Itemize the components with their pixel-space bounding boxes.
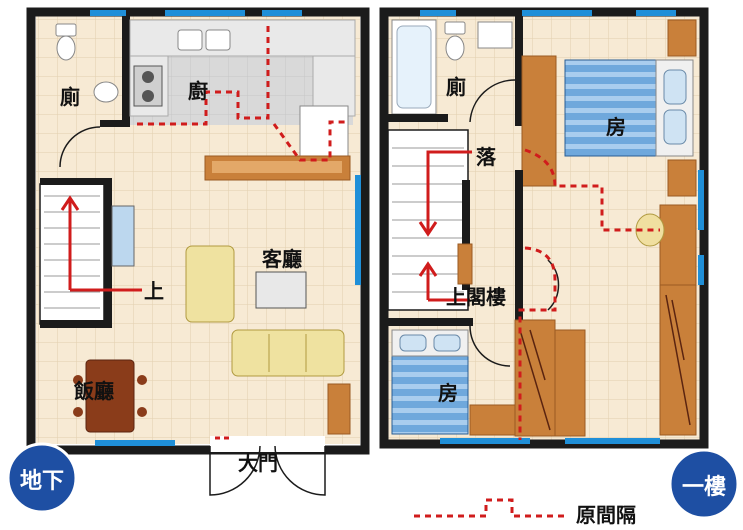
kitchen-counter [129, 19, 356, 57]
sink-icon [177, 29, 203, 51]
label-basement-toilet: 廁 [60, 85, 80, 109]
door-swing [469, 79, 516, 123]
cabinet [111, 205, 135, 267]
dining-table-icon [85, 359, 135, 433]
chair-icon [137, 375, 147, 385]
stair-up-arrow [418, 261, 470, 302]
cabinet [554, 329, 586, 437]
wardrobe [521, 55, 557, 187]
hanger-lines [519, 329, 551, 431]
original-partition-line [524, 148, 660, 232]
legend-swatch [414, 498, 566, 518]
window [698, 170, 704, 230]
cabinet [469, 404, 521, 436]
badge-basement: 地下 [6, 442, 78, 514]
label-kitchen: 廚 [188, 79, 208, 103]
chair-icon [137, 407, 147, 417]
pillow-icon [433, 334, 461, 352]
shelf-top [212, 161, 342, 173]
label-bedroom-small: 房 [438, 381, 458, 405]
burner-icon [142, 71, 154, 83]
stair-steps [44, 195, 100, 309]
window [262, 10, 302, 16]
sink-icon [205, 29, 231, 51]
fridge-icon [299, 105, 349, 162]
door-swing [209, 445, 261, 496]
wall [40, 178, 112, 185]
pillow-icon [663, 69, 687, 105]
burner-icon [142, 90, 154, 102]
desk [659, 204, 697, 286]
post [457, 243, 473, 285]
pillow-icon [399, 334, 427, 352]
window [522, 10, 592, 16]
label-dining-room: 飯廳 [73, 379, 114, 403]
original-partition-line [132, 26, 270, 126]
hanger-lines [665, 294, 691, 426]
wall [122, 16, 130, 126]
label-first-toilet: 廁 [446, 75, 466, 99]
first-floor-plan: 廁 房 落 上閣樓 房 [379, 7, 709, 449]
toilet-tank-icon [55, 23, 77, 37]
wall [388, 318, 473, 326]
badge-first-floor: 一樓 [668, 448, 740, 520]
cabinet [327, 383, 351, 435]
bathtub-basin [396, 25, 432, 109]
staircase [39, 183, 105, 325]
window [90, 10, 126, 16]
sofa-seams [268, 334, 307, 372]
wall [515, 16, 523, 126]
door-swing [469, 325, 511, 367]
stair-up-arrow [60, 195, 142, 292]
window [165, 10, 245, 16]
label-landing: 落 [476, 145, 497, 169]
label-stair-up: 上 [144, 279, 164, 303]
sink-icon [477, 21, 513, 49]
window [565, 438, 660, 444]
cabinet [667, 159, 697, 197]
badge-first-floor-text: 一樓 [682, 475, 726, 500]
main-door-gap [210, 436, 325, 452]
wall [462, 180, 470, 290]
window [355, 175, 361, 285]
armchair-icon [185, 245, 235, 323]
sofa-icon [231, 329, 345, 377]
door-swing [59, 126, 101, 168]
legend: 原間隔 [414, 498, 636, 527]
coffee-table-icon [255, 271, 307, 309]
wall [388, 114, 448, 122]
window [636, 10, 676, 16]
sink-icon [93, 81, 119, 103]
badge-circle [6, 442, 78, 514]
basement-plan: 廁 廚 客廳 飯廳 上 大門 [26, 7, 370, 496]
cabinet [667, 19, 697, 57]
window [440, 438, 530, 444]
door-swing [274, 445, 326, 496]
stair-down-arrow [418, 150, 472, 237]
wall [515, 170, 523, 320]
wall [100, 120, 130, 127]
window [95, 440, 175, 446]
window [420, 10, 456, 16]
window [698, 255, 704, 285]
label-loft-up: 上閣樓 [446, 285, 506, 309]
toilet-icon [445, 35, 465, 61]
badge-basement-text: 地下 [20, 469, 64, 494]
label-bedroom-large: 房 [606, 115, 626, 139]
legend-label: 原間隔 [576, 503, 636, 527]
label-living-room: 客廳 [261, 247, 302, 271]
toilet-icon [56, 35, 76, 61]
wall [40, 320, 112, 328]
label-main-door: 大門 [238, 451, 278, 475]
original-partition-line [518, 246, 557, 440]
chair-icon [73, 375, 83, 385]
chair-icon [73, 407, 83, 417]
pillow-icon [663, 109, 687, 145]
badge-circle [668, 448, 740, 520]
wall [104, 184, 112, 328]
toilet-tank-icon [444, 21, 466, 35]
